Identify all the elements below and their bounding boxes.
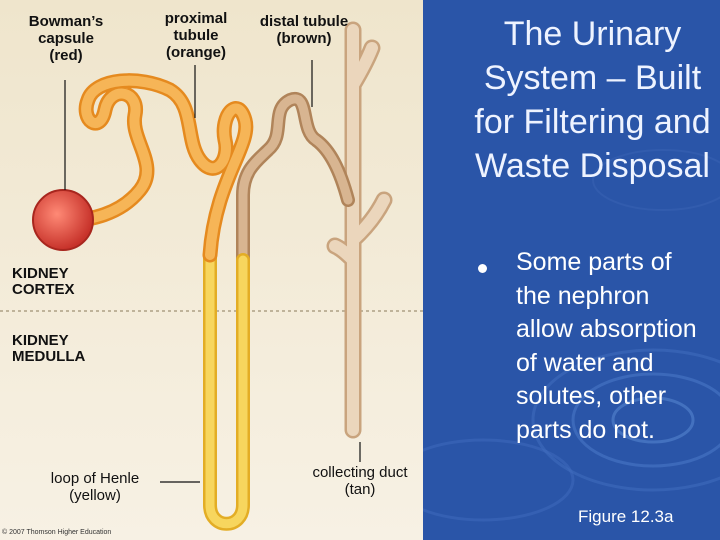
label-kidney-medulla: KIDNEY MEDULLA <box>12 332 86 365</box>
nephron-diagram-panel: Bowman’s capsule (red) proximal tubule (… <box>0 0 423 540</box>
label-kidney-cortex: KIDNEY CORTEX <box>12 265 75 298</box>
slide-title: The Urinary System – Built for Filtering… <box>474 15 711 185</box>
label-collecting-duct: collecting duct (tan) <box>312 464 408 498</box>
water-ripple-decoration <box>423 149 720 522</box>
proximal-tubule-fill <box>59 75 251 260</box>
bowmans-capsule <box>32 189 94 251</box>
loop-of-henle-fill <box>205 250 248 529</box>
label-bowmans-capsule: Bowman’s capsule (red) <box>28 13 104 64</box>
copyright-text: © 2007 Thomson Higher Education <box>2 529 112 536</box>
collecting-duct-fill <box>329 24 390 436</box>
label-distal-tubule: distal tubule (brown) <box>259 13 349 47</box>
label-proximal-tubule: proximal tubule (orange) <box>164 10 228 61</box>
distal-tubule-fill <box>238 94 353 265</box>
bullet-text: Some parts of the nephron allow absorpti… <box>516 248 697 444</box>
bullet-point-icon <box>478 264 487 273</box>
figure-caption: Figure 12.3a <box>578 507 674 526</box>
nephron-illustration <box>0 0 423 540</box>
label-loop-of-henle: loop of Henle (yellow) <box>50 470 140 504</box>
slide-text-panel <box>423 0 720 540</box>
